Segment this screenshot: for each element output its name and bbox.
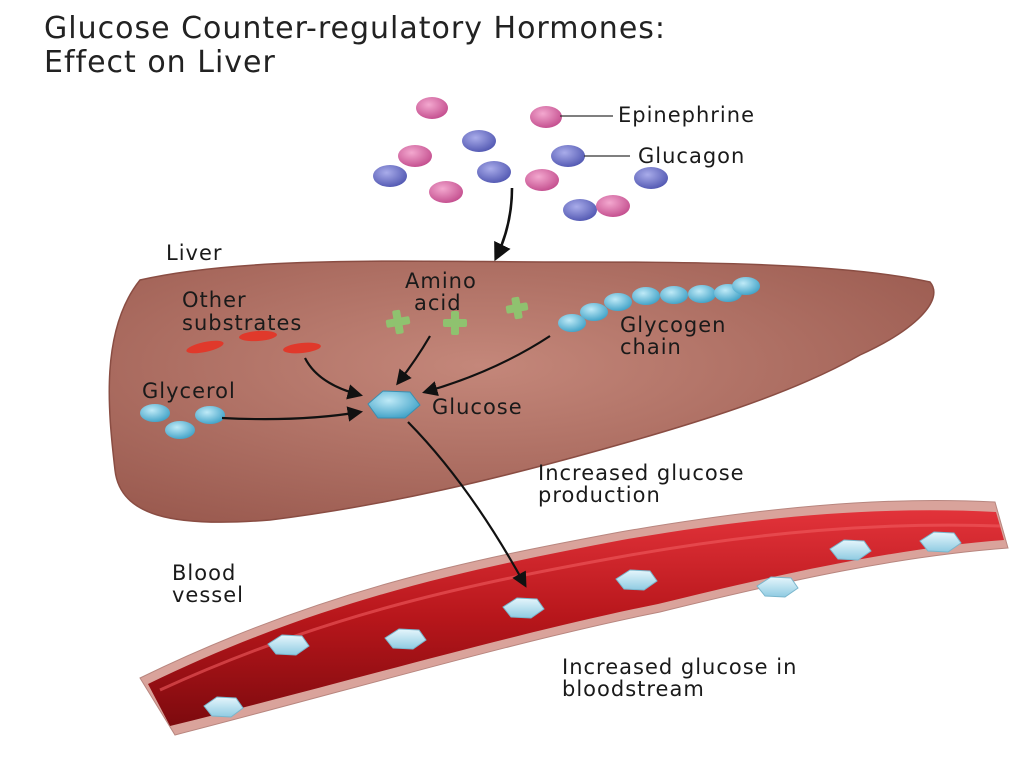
glycerol-label: Glycerol (142, 379, 236, 403)
blood-glucose-molecule (829, 539, 872, 561)
blood-glucose-molecule (267, 634, 310, 656)
vessel-lumen (148, 510, 1004, 726)
blood-glucose-molecule (756, 576, 799, 598)
liver-label: Liver (166, 241, 223, 265)
glucagon-molecule (551, 145, 585, 167)
blood-vessel (139, 499, 1009, 736)
amino-acid-particle (505, 296, 529, 320)
substrate-particle (239, 330, 277, 342)
glycogen-chain-label: Glycogen chain (620, 313, 734, 359)
epinephrine-molecule (416, 97, 448, 119)
amino-acid-particle (443, 311, 467, 335)
substrates-to-glucose-arrow (304, 357, 363, 400)
glycogen-unit (732, 277, 760, 295)
liver-shape (108, 260, 935, 523)
glycogen-unit (688, 285, 716, 303)
increased-bloodstream-line-2: bloodstream (562, 677, 705, 701)
vessel-inner-highlight (159, 523, 1001, 692)
increased-production-line-1: Increased glucose (538, 461, 745, 485)
glucose-molecule (367, 390, 421, 419)
epinephrine-molecule (596, 195, 630, 217)
blood-glucose-molecule (203, 696, 244, 718)
glycogen-unit (604, 293, 632, 311)
blood-glucose-molecule (615, 569, 658, 591)
title-line-2: Effect on Liver (44, 45, 276, 80)
blood-glucose-molecule (384, 628, 427, 650)
increased-bloodstream-line-1: Increased glucose in (562, 655, 797, 679)
glycogen-chain (558, 277, 760, 332)
glucose-label: Glucose (432, 395, 523, 419)
other-substrates-label: Other substrates (182, 288, 302, 335)
glucagon-molecule (563, 199, 597, 221)
epinephrine-molecule (525, 169, 559, 191)
glycogen-chain-line-2: chain (620, 335, 682, 359)
epinephrine-label: Epinephrine (618, 103, 755, 127)
blood-glucose-molecule (919, 531, 962, 553)
glycogen-unit (632, 287, 660, 305)
epinephrine-molecule (530, 106, 562, 128)
glycogen-to-glucose-arrow (422, 335, 551, 397)
blood-glucose-molecules (203, 531, 962, 718)
amino-acid-particle (385, 309, 411, 335)
blood-vessel-label: Blood vessel (172, 561, 244, 607)
glycogen-unit (558, 314, 586, 332)
hormone-cluster (373, 97, 668, 221)
epinephrine-molecule (398, 145, 432, 167)
increased-bloodstream-label: Increased glucose in bloodstream (562, 655, 805, 701)
amino-acid-to-glucose-arrow (396, 335, 431, 386)
amino-acid-line-1: Amino (405, 269, 477, 293)
epinephrine-molecule (429, 181, 463, 203)
amino-acid-label: Amino acid (405, 269, 485, 315)
glucagon-molecule (373, 165, 407, 187)
substrate-particle (283, 342, 321, 354)
other-substrates-line-2: substrates (182, 311, 302, 335)
page-title: Glucose Counter-regulatory Hormones: Eff… (44, 12, 666, 80)
glucose-to-blood-arrow (407, 421, 527, 588)
amino-acid-line-2: acid (414, 291, 462, 315)
glycerol-particle (195, 406, 225, 424)
glucagon-label: Glucagon (638, 144, 745, 168)
glucagon-molecule (462, 130, 496, 152)
substrate-particle (186, 340, 224, 354)
glycerol-to-glucose-arrow (221, 406, 364, 422)
glycogen-unit (660, 286, 688, 304)
hormone-arrow (494, 187, 514, 262)
blood-vessel-line-1: Blood (172, 561, 236, 585)
increased-production-label: Increased glucose production (538, 461, 752, 507)
blood-vessel-line-2: vessel (172, 583, 244, 607)
glycogen-chain-line-1: Glycogen (620, 313, 727, 337)
glycerol-particle (140, 404, 170, 422)
increased-production-line-2: production (538, 483, 661, 507)
glycerol-particle (165, 421, 195, 439)
other-substrates-line-1: Other (182, 288, 247, 312)
glycogen-unit (580, 303, 608, 321)
glucagon-molecule (477, 161, 511, 183)
glucagon-molecule (634, 167, 668, 189)
blood-glucose-molecule (502, 597, 545, 619)
title-line-1: Glucose Counter-regulatory Hormones: (44, 11, 667, 46)
